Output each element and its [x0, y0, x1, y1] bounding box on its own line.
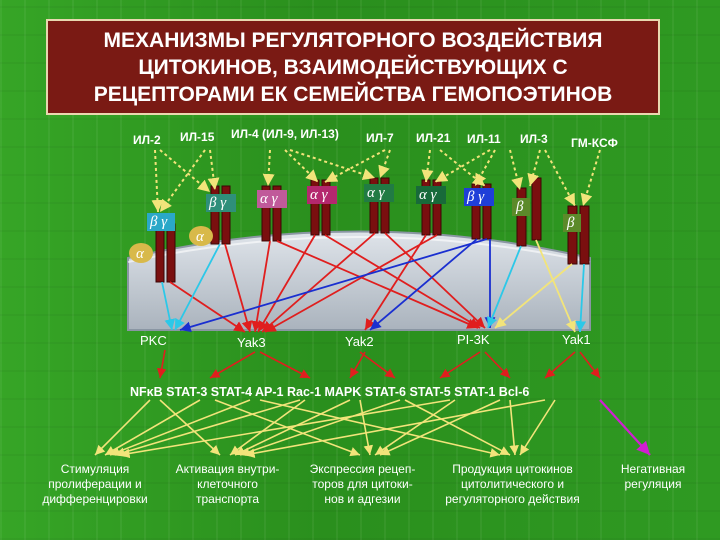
chip-il21: [364, 184, 394, 202]
label-il21: α γ: [367, 185, 386, 201]
slide-title: МЕХАНИЗМЫ РЕГУЛЯТОРНОГО ВОЗДЕЙСТВИЯ ЦИТО…: [93, 29, 613, 106]
cytokine-arrows: [151, 149, 601, 213]
kinase-yak2: Yak2: [345, 334, 374, 349]
label-il3: β γ: [466, 189, 485, 205]
label-gm1: β: [515, 199, 524, 215]
chip-il4: [257, 190, 287, 208]
chip-il3: [464, 188, 494, 206]
receptor-gm2-b: [567, 205, 578, 265]
cytokine-il7: ИЛ-7: [366, 131, 394, 145]
cytokine-il2: ИЛ-2: [133, 133, 161, 147]
chip-gm1: [512, 198, 530, 216]
chip-il2: [147, 213, 175, 231]
cytokine-il3: ИЛ-3: [520, 132, 548, 146]
negative-regulation-arrow: [599, 399, 651, 456]
transcription-factors: NFκB STAT-3 STAT-4 AP-1 Rac-1 MAPK STAT-…: [130, 385, 529, 399]
label-il2-bg: β γ: [149, 214, 168, 230]
title-box: МЕХАНИЗМЫ РЕГУЛЯТОРНОГО ВОЗДЕЙСТВИЯ ЦИТО…: [46, 19, 660, 115]
cell-membrane-edge: [127, 236, 591, 263]
kinase-pkc: PKC: [140, 333, 167, 348]
receptor-gm1: [516, 187, 527, 247]
cytokine-il11: ИЛ-11: [467, 132, 501, 146]
chip-il11: [416, 186, 446, 204]
alpha-chain-il15: [189, 226, 213, 246]
outcome-cytokine-production: Продукция цитокинов цитолитического и ре…: [445, 462, 580, 506]
factor-arrows: [156, 349, 601, 379]
label-il4: α γ: [260, 191, 279, 207]
outcome-transport: Активация внутри- клеточного транспорта: [175, 462, 280, 506]
cytokine-il4: ИЛ-4 (ИЛ-9, ИЛ-13): [231, 127, 339, 141]
cytokine-gmcsf: ГМ-КСФ: [571, 136, 618, 150]
receptor-il4-1: [261, 185, 271, 242]
receptor-il2-1: [155, 223, 165, 283]
label-il15-alpha: α: [196, 229, 205, 245]
receptor-gm2-c: [579, 205, 590, 265]
receptor-gm2-a: [531, 177, 542, 241]
chip-il15: [206, 194, 236, 212]
receptor-il15-2: [221, 185, 231, 245]
kinase-pi3k: PI-3K: [457, 332, 490, 347]
kinase-yak1: Yak1: [562, 332, 591, 347]
chip-gm2: [563, 214, 581, 232]
label-il2-alpha: α: [136, 246, 145, 262]
receptor-il2-2: [166, 223, 176, 283]
label-gm2: β: [566, 215, 575, 231]
outcome-proliferation: Стимуляция пролиферации и дифференцировк…: [42, 462, 148, 506]
label-il11: α γ: [419, 187, 438, 203]
cytokine-il15: ИЛ-15: [180, 130, 215, 144]
outcome-arrows: [94, 399, 556, 459]
signal-arrows: [161, 232, 587, 333]
chain-chips: [147, 184, 581, 232]
outcome-negative-regulation: Негативная регуляция: [620, 462, 686, 491]
outcome-receptor-expression: Экспрессия рецеп- торов для цитоки- нов …: [309, 462, 416, 506]
chip-il7: [307, 186, 337, 204]
label-il15: β γ: [208, 195, 227, 211]
label-il7: α γ: [310, 187, 329, 203]
kinase-yak3: Yak3: [237, 335, 266, 350]
alpha-chain-il2: [129, 243, 153, 263]
cytokine-il21: ИЛ-21: [416, 131, 451, 145]
